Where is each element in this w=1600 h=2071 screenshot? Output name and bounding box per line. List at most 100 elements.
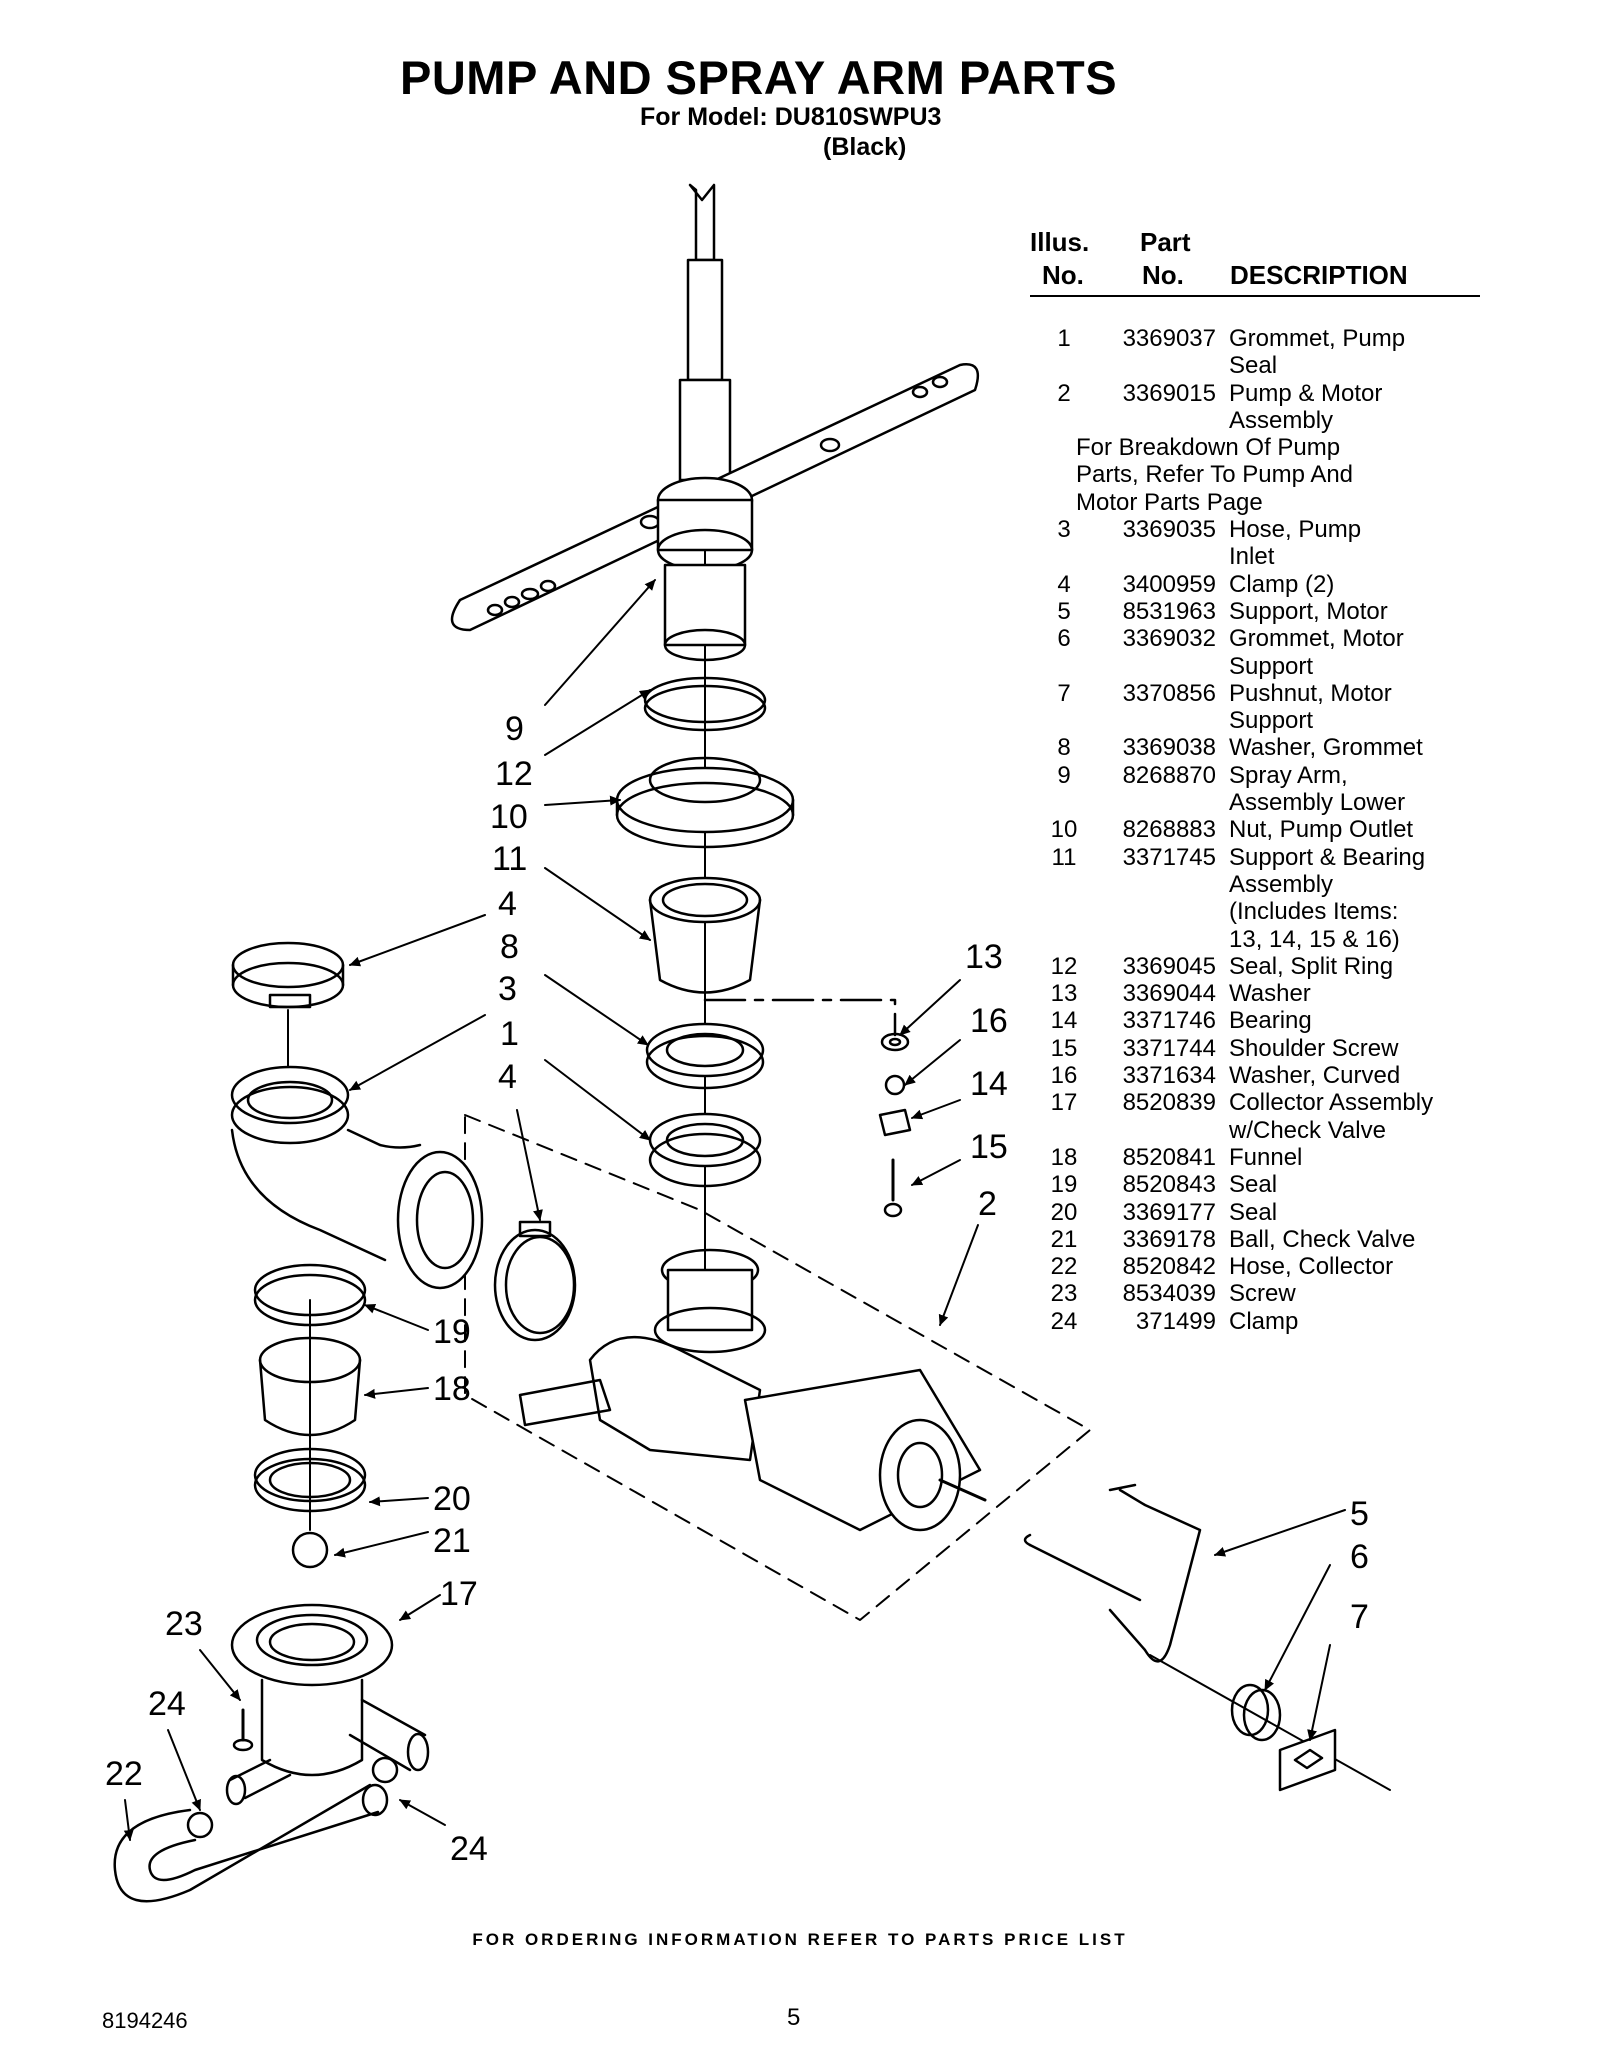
parts-note-line: Motor Parts Page xyxy=(1076,488,1263,516)
part-number: 3371745 xyxy=(1122,843,1216,871)
part-number: 3369015 xyxy=(1122,379,1216,407)
pump-motor-assembly-box xyxy=(464,1114,1091,1621)
part-number: 8534039 xyxy=(1122,1280,1216,1308)
part-description: Clamp xyxy=(1229,1307,1299,1335)
illus-number: 22 xyxy=(1050,1253,1078,1281)
part-description: Shoulder Screw xyxy=(1229,1034,1399,1062)
part-number: 3369045 xyxy=(1122,952,1216,980)
callout-5: 5 xyxy=(1350,1495,1369,1533)
callout-20: 20 xyxy=(433,1480,471,1518)
callout-12: 12 xyxy=(495,755,533,793)
callout-24-left: 24 xyxy=(148,1685,186,1723)
bearing-branch-line xyxy=(703,998,897,1037)
part-number: 3371744 xyxy=(1122,1034,1216,1062)
parts-list-header: Illus. No. Part No. DESCRIPTION xyxy=(1030,225,1480,297)
collector-assembly xyxy=(225,1603,430,1806)
part-description-continued: w/Check Valve xyxy=(1229,1116,1386,1144)
illus-number: 12 xyxy=(1050,952,1078,980)
header-description: DESCRIPTION xyxy=(1230,260,1408,290)
page-number: 5 xyxy=(787,2004,801,2031)
part-description: Hose, Collector xyxy=(1229,1253,1394,1281)
illus-number: 4 xyxy=(1057,570,1071,598)
motor-support-bracket xyxy=(1023,1483,1202,1663)
part-number: 3369044 xyxy=(1122,980,1216,1008)
part-description-continued: Support xyxy=(1229,652,1314,680)
callout-16: 16 xyxy=(970,1002,1008,1040)
part-description-continued: 13, 14, 15 & 16) xyxy=(1229,925,1400,953)
part-number: 3369178 xyxy=(1122,1225,1216,1253)
part-description: Ball, Check Valve xyxy=(1229,1225,1416,1253)
collector-screw xyxy=(232,1708,254,1752)
part-number: 8520841 xyxy=(1122,1143,1216,1171)
parts-row: 9 8268870 Spray Arm,Assembly Lower xyxy=(1030,762,1480,817)
part-description: Nut, Pump Outlet xyxy=(1229,816,1414,844)
part-number: 3371746 xyxy=(1122,1007,1216,1035)
callout-6: 6 xyxy=(1350,1538,1369,1576)
part-description: Spray Arm, xyxy=(1229,761,1348,789)
hose-clamp-lower xyxy=(493,1220,577,1342)
illus-number: 15 xyxy=(1050,1034,1078,1062)
part-number: 3369035 xyxy=(1122,516,1216,544)
illus-number: 24 xyxy=(1050,1307,1078,1335)
part-description: Washer, Curved xyxy=(1229,1062,1401,1090)
part-number: 3400959 xyxy=(1122,570,1216,598)
part-description: Washer, Grommet xyxy=(1229,734,1423,762)
ordering-note: FOR ORDERING INFORMATION REFER TO PARTS … xyxy=(472,1930,1128,1949)
callout-14: 14 xyxy=(970,1065,1008,1103)
part-number: 3369038 xyxy=(1122,734,1216,762)
pump-motor-assembly xyxy=(518,1248,987,1532)
hose-clamp-upper xyxy=(231,941,345,1009)
part-description: Support, Motor xyxy=(1229,597,1388,625)
pump-seal-grommet xyxy=(648,1112,762,1188)
leader-arrows xyxy=(123,579,1346,1841)
callout-24-right: 24 xyxy=(450,1830,488,1868)
motor-support-grommet xyxy=(1230,1683,1282,1742)
part-description: Support & Bearing xyxy=(1229,843,1426,871)
illus-number: 20 xyxy=(1050,1198,1078,1226)
split-ring-seal xyxy=(643,676,767,732)
part-number: 3369032 xyxy=(1122,625,1216,653)
header-part-no: No. xyxy=(1142,260,1184,290)
illus-number: 18 xyxy=(1050,1143,1078,1171)
illus-number: 13 xyxy=(1050,980,1078,1008)
part-number: 3371634 xyxy=(1122,1062,1216,1090)
illus-number: 9 xyxy=(1057,761,1071,789)
callout-4-lower: 4 xyxy=(498,1058,517,1096)
color-line: (Black) xyxy=(823,133,907,161)
illus-number: 16 xyxy=(1050,1062,1078,1090)
callout-9: 9 xyxy=(505,710,524,748)
callout-17: 17 xyxy=(440,1575,478,1613)
part-description: Clamp (2) xyxy=(1229,570,1335,598)
illus-number: 17 xyxy=(1050,1089,1078,1117)
callout-7: 7 xyxy=(1350,1598,1369,1636)
part-description-continued: Support xyxy=(1229,707,1314,735)
part-description-continued: Assembly Lower xyxy=(1229,789,1406,817)
hose-clamp-left xyxy=(186,1811,214,1839)
illus-number: 7 xyxy=(1057,679,1071,707)
parts-row: 15 3371744 Shoulder Screw xyxy=(1030,1035,1480,1062)
parts-row: 20 3369177 Seal xyxy=(1030,1199,1480,1226)
part-number: 3369177 xyxy=(1122,1198,1216,1226)
part-description-continued: (Includes Items: xyxy=(1229,898,1399,926)
callout-11: 11 xyxy=(492,840,527,878)
part-description-continued: Assembly xyxy=(1229,870,1334,898)
hose-clamp-right xyxy=(371,1756,399,1784)
part-description: Seal xyxy=(1229,1198,1278,1226)
part-description: Pump & Motor xyxy=(1229,379,1383,407)
parts-note-line: Parts, Refer To Pump And xyxy=(1076,461,1354,489)
callout-1: 1 xyxy=(500,1015,519,1053)
motor-support-axis xyxy=(1149,1654,1391,1791)
grommet-washer xyxy=(645,1022,765,1090)
callout-19: 19 xyxy=(433,1313,471,1351)
motor-support-pushnut xyxy=(1278,1728,1337,1792)
part-number: 8268870 xyxy=(1122,761,1216,789)
